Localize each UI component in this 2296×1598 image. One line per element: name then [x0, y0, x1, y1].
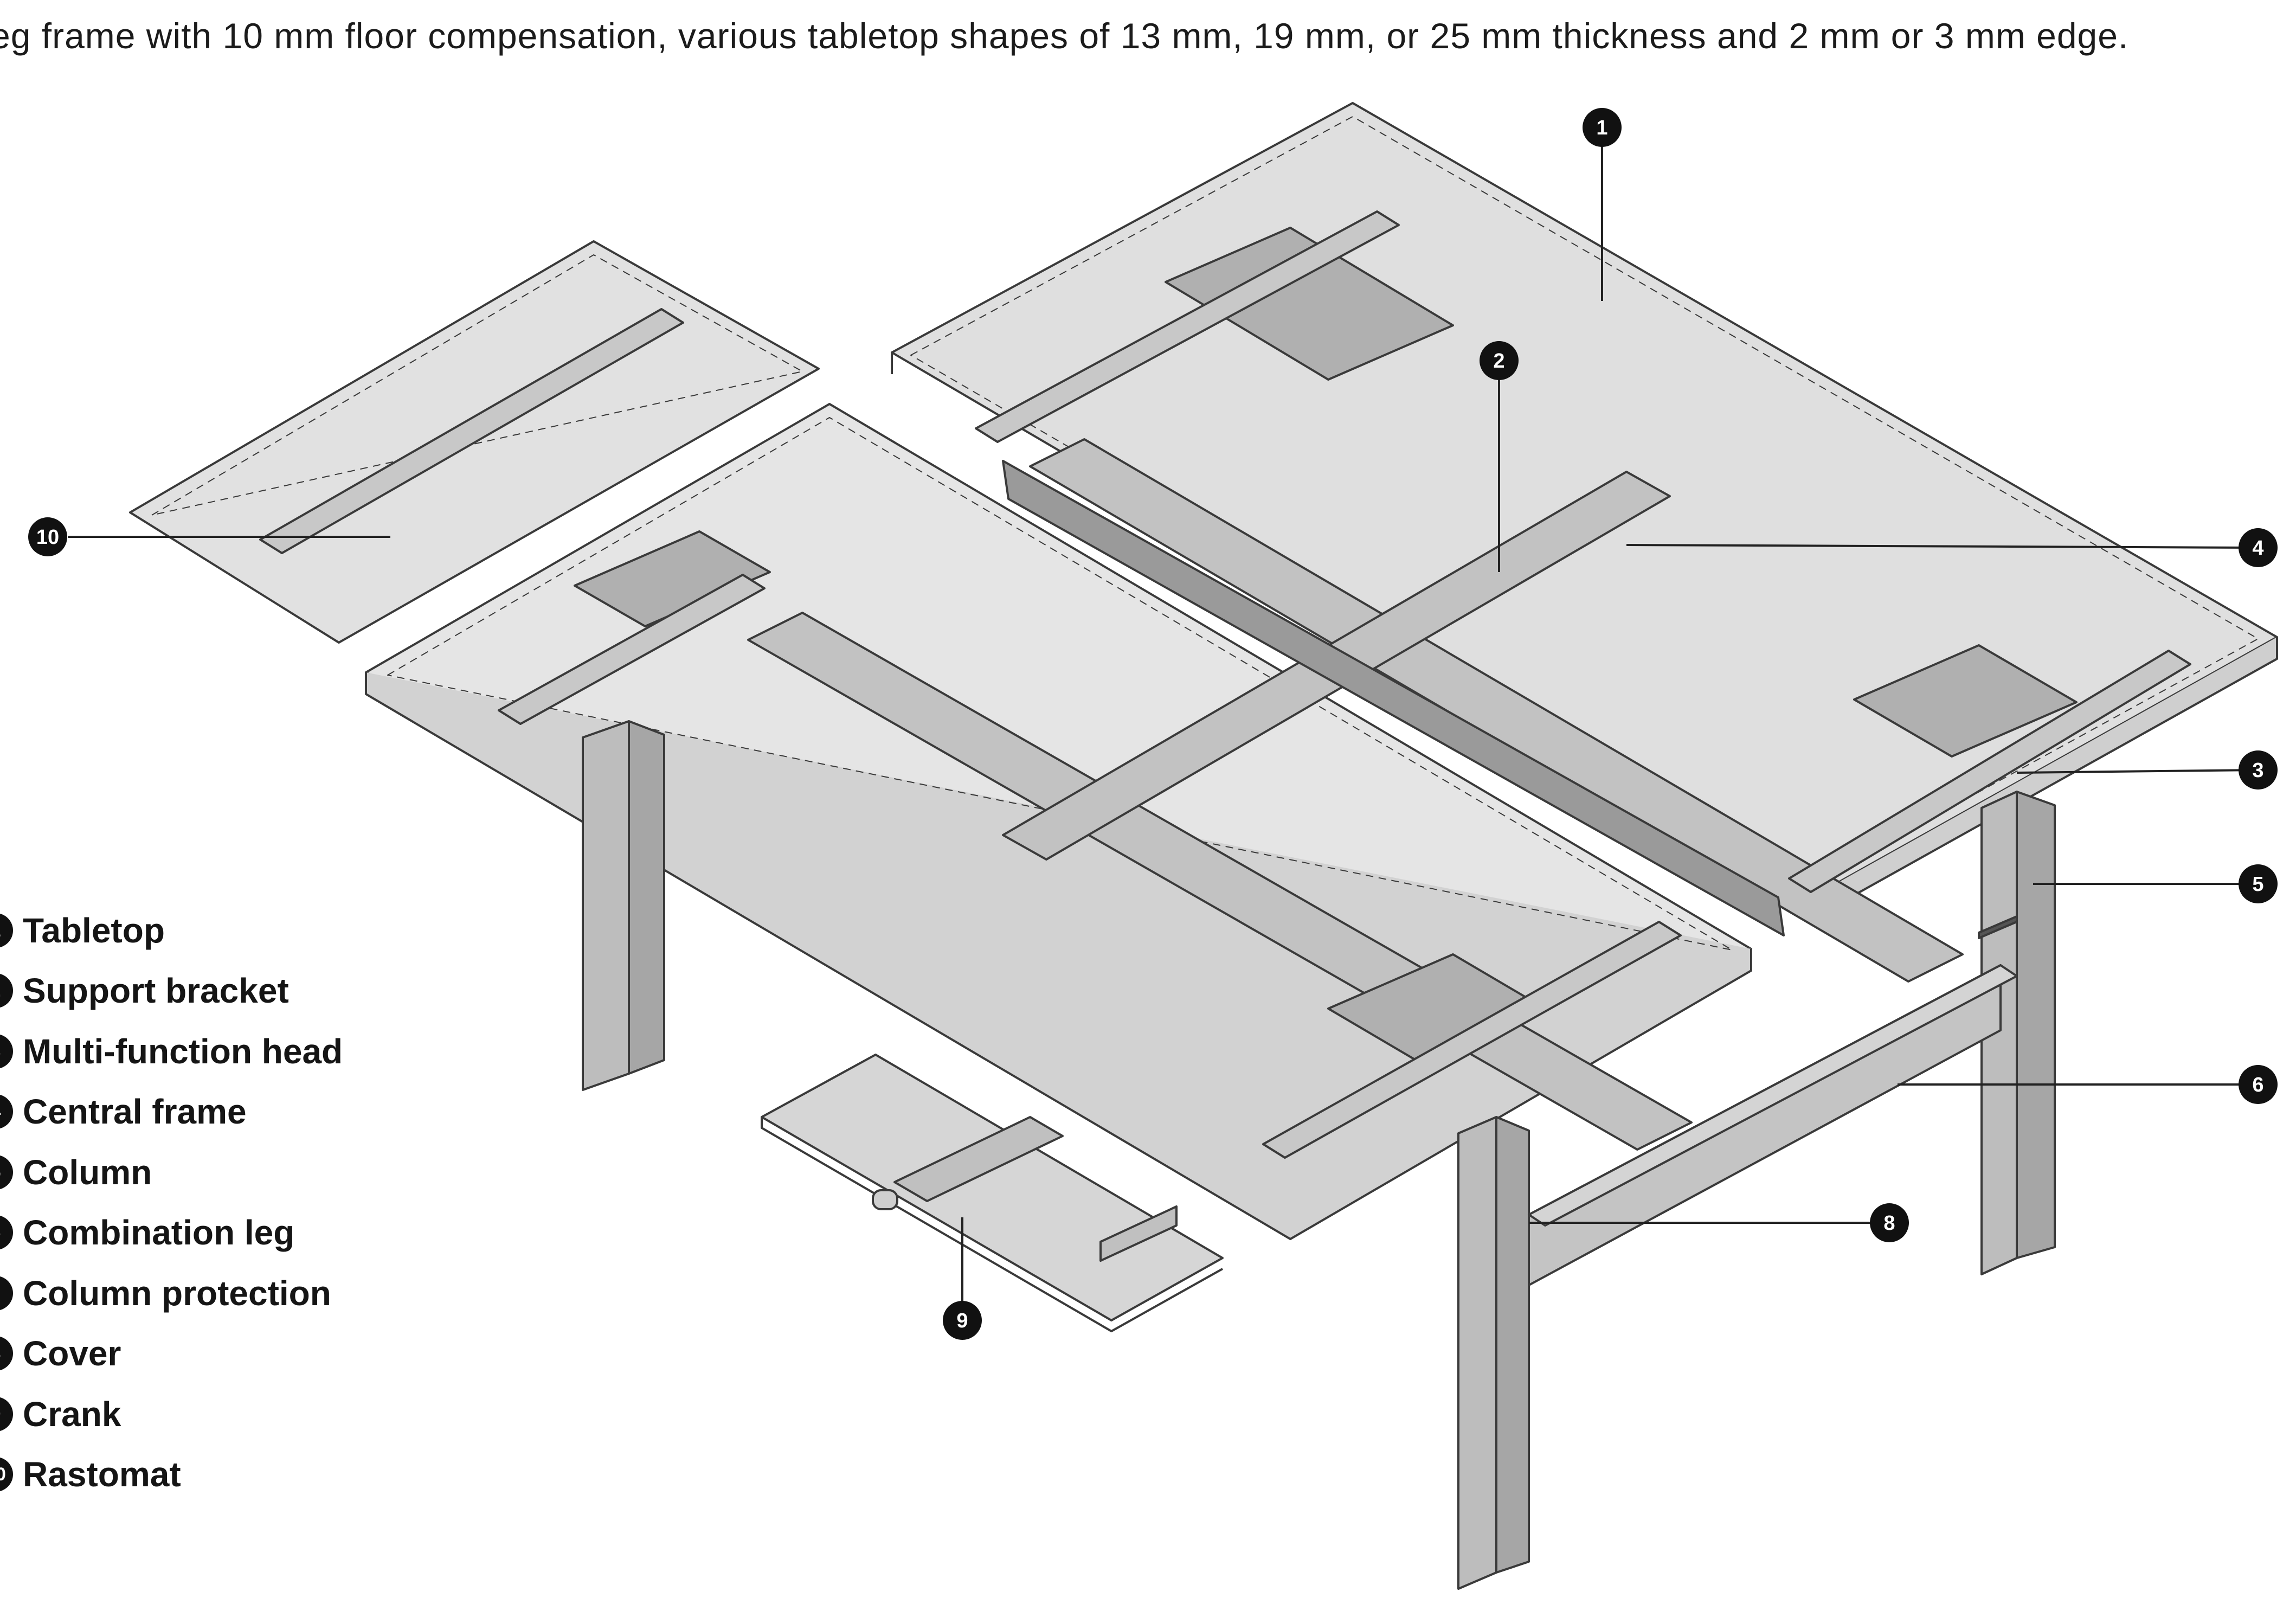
callout-markers: 1 2 3 4 5 6 8 9 10 — [28, 108, 2278, 1340]
legend-item: 4 Central frame — [0, 1082, 343, 1143]
callout-3: 3 — [2239, 750, 2278, 790]
parts-legend: 1 Tabletop 2 Support bracket 3 Multi-function… — [0, 900, 343, 1505]
legend-label: Cover — [23, 1334, 121, 1374]
legend-label: Tabletop — [23, 910, 165, 950]
legend-number: 7 — [0, 1275, 13, 1311]
legend-label: Combination leg — [23, 1213, 295, 1253]
legend-item: 5 Column — [0, 1142, 343, 1203]
legend-number: 6 — [0, 1215, 13, 1250]
legend-item: 9 Crank — [0, 1384, 343, 1445]
legs — [582, 720, 2056, 1590]
legend-item: 8 Cover — [0, 1324, 343, 1384]
callout-4: 4 — [2239, 528, 2278, 567]
legend-label: Column — [23, 1152, 152, 1192]
callout-number: 6 — [2252, 1074, 2263, 1096]
callout-number: 4 — [2252, 537, 2263, 560]
legend-item: 6 Combination leg — [0, 1203, 343, 1263]
callout-circle — [2239, 528, 2278, 567]
callout-number: 1 — [1596, 117, 1607, 139]
callout-circle — [1583, 108, 1622, 147]
callout-2: 2 — [1480, 341, 1519, 380]
callout-number: 9 — [956, 1310, 968, 1332]
support-brackets — [259, 210, 2191, 1159]
callout-1: 1 — [1583, 108, 1622, 147]
legend-item: 2 Support bracket — [0, 961, 343, 1022]
callout-circle — [1480, 341, 1519, 380]
legend-label: Rastomat — [23, 1455, 181, 1494]
callout-circle — [2239, 750, 2278, 790]
legend-label: Support bracket — [23, 971, 289, 1011]
callout-circle — [1870, 1203, 1909, 1242]
callout-circle — [2239, 1065, 2278, 1104]
callout-number: 8 — [1883, 1212, 1895, 1235]
callout-circle — [2239, 864, 2278, 903]
callout-number: 3 — [2252, 759, 2263, 782]
callout-number: 2 — [1493, 350, 1504, 373]
legend-label: Multi-function head — [23, 1031, 343, 1071]
legend-number: 5 — [0, 1154, 13, 1190]
legend-number: 3 — [0, 1034, 13, 1069]
legend-number: 2 — [0, 973, 13, 1009]
callout-10: 10 — [28, 517, 67, 556]
callout-number: 5 — [2252, 873, 2263, 896]
legend-number: 4 — [0, 1094, 13, 1129]
legend-label: Crank — [23, 1394, 121, 1434]
legend-item: 1 Tabletop — [0, 900, 343, 961]
callout-5: 5 — [2239, 864, 2278, 903]
legend-number: 1 — [0, 913, 13, 948]
callout-9: 9 — [943, 1301, 982, 1340]
legend-item: 10 Rastomat — [0, 1445, 343, 1505]
legend-number: 8 — [0, 1336, 13, 1371]
legend-item: 3 Multi-function head — [0, 1021, 343, 1082]
callout-8: 8 — [1870, 1203, 1909, 1242]
legend-item: 7 Column protection — [0, 1263, 343, 1324]
callout-number: 10 — [36, 526, 59, 549]
cable-tray — [1002, 460, 1785, 936]
legend-number: 9 — [0, 1396, 13, 1432]
legend-label: Central frame — [23, 1092, 247, 1132]
callout-circle — [28, 517, 67, 556]
legend-number: 10 — [0, 1457, 13, 1492]
caption-text: eg frame with 10 mm floor compensation, … — [0, 16, 2129, 56]
callout-6: 6 — [2239, 1065, 2278, 1104]
callout-circle — [943, 1301, 982, 1340]
legend-label: Column protection — [23, 1273, 331, 1313]
